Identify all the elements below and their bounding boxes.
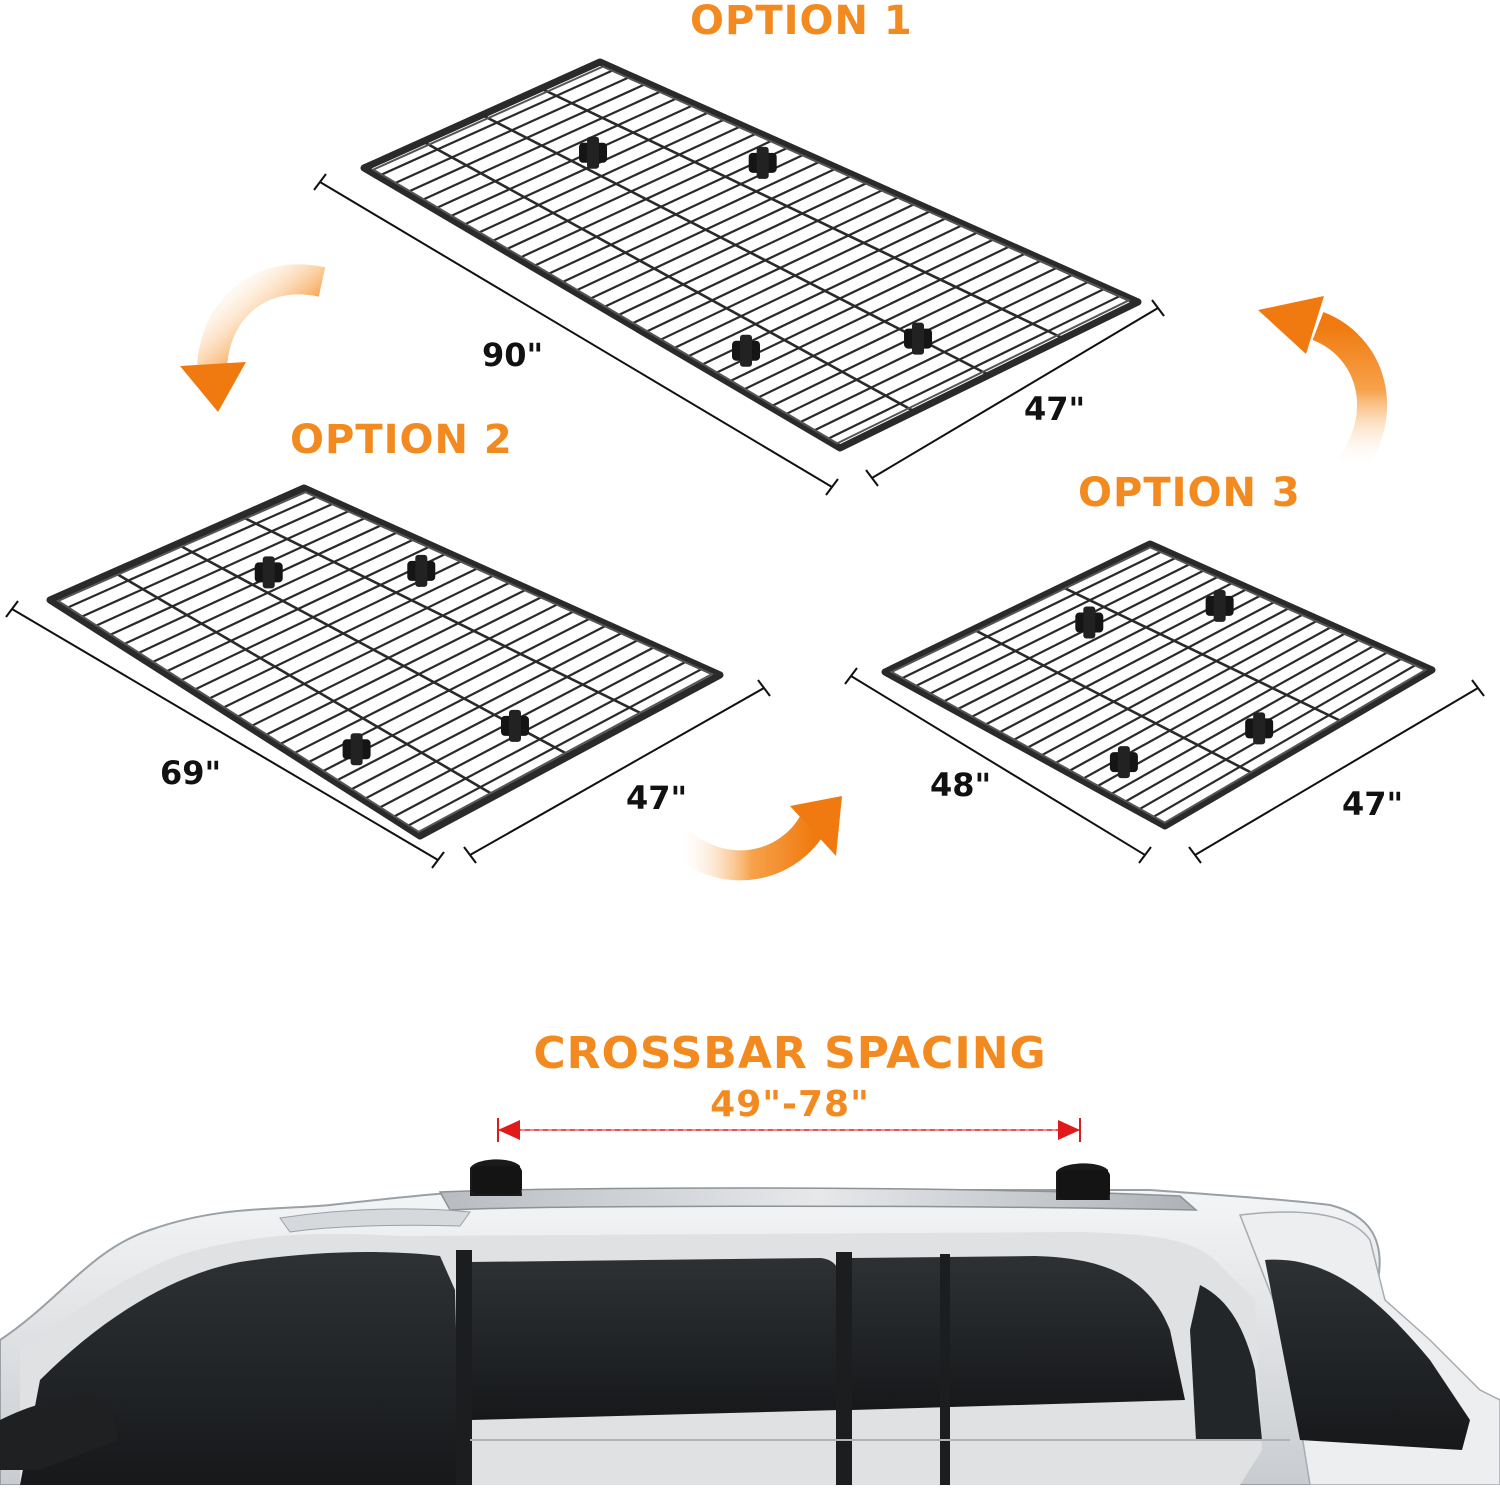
crossbar-spacing-marker [497,1118,1081,1142]
crossbar-foot-icon [1056,1163,1110,1200]
rack-basket-icon [46,484,724,840]
option-2-title: OPTION 2 [290,417,513,463]
option-1-width-label: 47" [1024,390,1086,428]
rack-basket-icon [881,540,1436,830]
crossbar-foot-icon [470,1159,522,1196]
rack-basket-icon [360,58,1142,452]
arrow-curved-icon [180,264,326,412]
crossbar-spacing-range: 49"-78" [710,1084,870,1125]
suv-car-icon [0,1187,1500,1486]
crossbar-spacing-title: CROSSBAR SPACING [533,1028,1047,1079]
option-3-title: OPTION 3 [1078,470,1301,516]
dimension-line-icon [5,173,1485,869]
option-2-length-label: 69" [160,754,222,792]
arrow-curved-icon [1258,296,1388,477]
option-1-length-label: 90" [482,336,544,374]
arrow-curved-icon [666,796,842,881]
option-2-width-label: 47" [626,779,688,817]
option-3-width-label: 47" [1342,785,1404,823]
option-3-length-label: 48" [930,766,992,804]
option-1-title: OPTION 1 [690,0,913,44]
